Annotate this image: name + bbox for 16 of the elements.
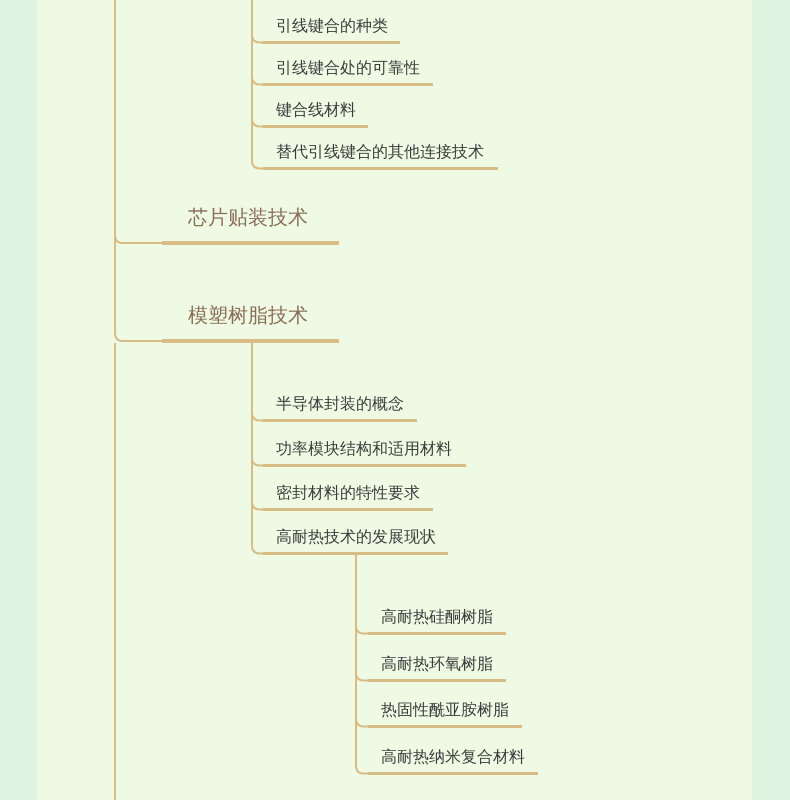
connector-line: [355, 555, 368, 774]
main-topic: 模塑树脂技术: [162, 301, 339, 343]
subtopic: 半导体封装的概念: [263, 392, 417, 422]
main-topic: 芯片贴装技术: [162, 203, 339, 245]
subtopic: 引线键合的种类: [263, 14, 400, 44]
subtopic: 高耐热环氧树脂: [368, 652, 506, 682]
subtopic: 替代引线键合的其他连接技术: [263, 140, 498, 170]
subtopic: 引线键合处的可靠性: [263, 56, 433, 86]
subtopic: 热固性酰亚胺树脂: [368, 698, 522, 728]
subtopic: 高耐热技术的发展现状: [263, 525, 448, 555]
subtopic: 高耐热纳米复合材料: [368, 745, 538, 775]
subtopic: 键合线材料: [263, 98, 368, 128]
connector-line: [114, 0, 162, 342]
subtopic: 功率模块结构和适用材料: [263, 437, 466, 467]
subtopic: 密封材料的特性要求: [263, 481, 433, 511]
subtopic: 高耐热硅酮树脂: [368, 605, 506, 635]
